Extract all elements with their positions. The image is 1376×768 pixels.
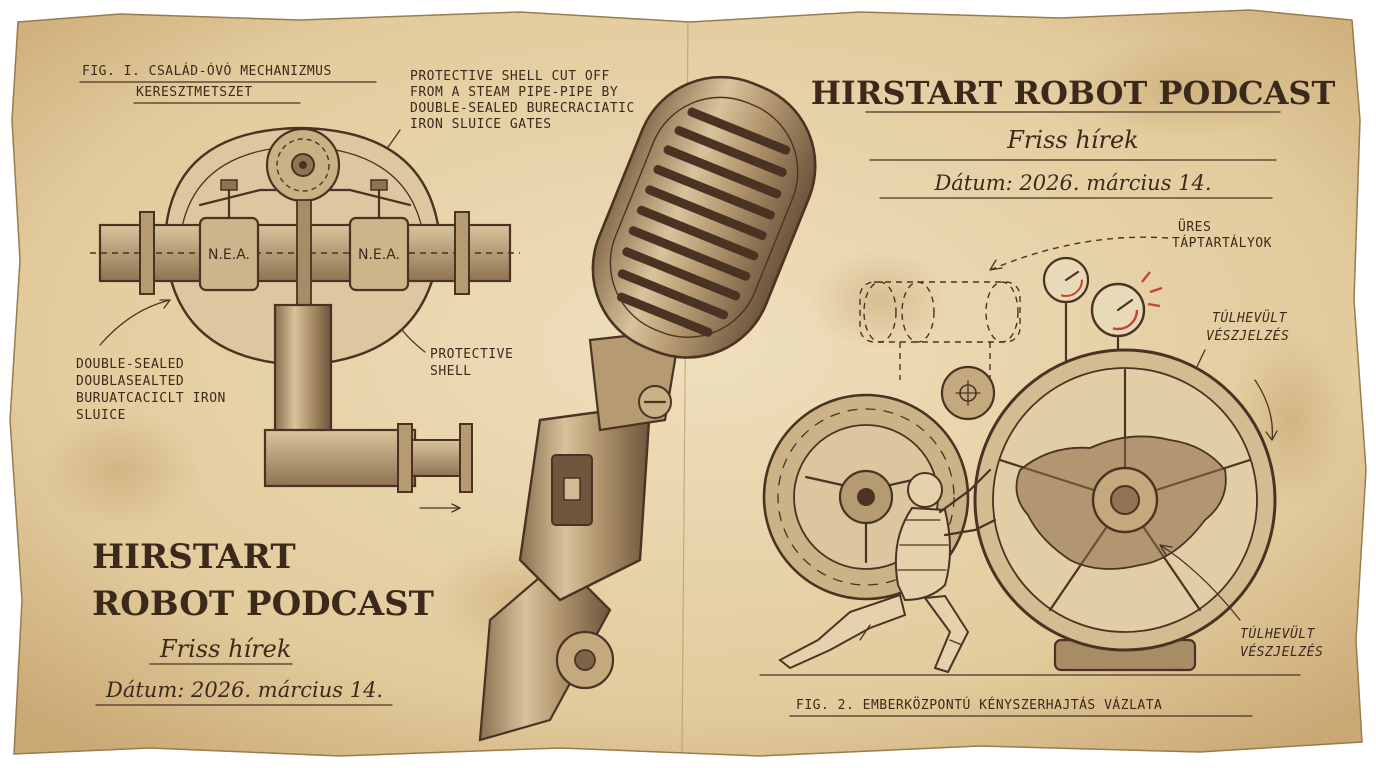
svg-text:DOUBLASEALTED: DOUBLASEALTED (76, 374, 184, 389)
gear-icon (940, 365, 996, 421)
svg-text:VÉSZJELZÉS: VÉSZJELZÉS (1240, 644, 1323, 660)
fig1-note-left: DOUBLE-SEALED DOUBLASEALTED BURUATCACICL… (76, 299, 226, 423)
svg-text:DOUBLE-SEALED BURECRACIATIC: DOUBLE-SEALED BURECRACIATIC (410, 101, 635, 116)
svg-text:FROM A STEAM PIPE-PIPE BY: FROM A STEAM PIPE-PIPE BY (410, 85, 618, 100)
gear-icon (265, 127, 341, 203)
podcast-date: Dátum: 2026. március 14. (933, 171, 1211, 195)
microphone-icon (478, 75, 817, 742)
podcast-title-line1: HIRSTART (92, 537, 296, 577)
svg-text:TÚLHEVÜLT: TÚLHEVÜLT (1212, 309, 1288, 326)
svg-text:TÁPTARTÁLYOK: TÁPTARTÁLYOK (1172, 235, 1272, 251)
svg-text:DOUBLE-SEALED: DOUBLE-SEALED (76, 357, 184, 372)
mannequin-figure-icon (778, 468, 997, 674)
podcast-title-block-left: HIRSTART ROBOT PODCAST Friss hírek Dátum… (92, 537, 434, 706)
svg-text:SLUICE: SLUICE (76, 408, 126, 423)
svg-text:IRON SLUICE GATES: IRON SLUICE GATES (410, 117, 552, 132)
svg-text:PROTECTIVE SHELL CUT OFF: PROTECTIVE SHELL CUT OFF (410, 69, 610, 84)
fig2-warning-bottom: TÚLHEVÜLT VÉSZJELZÉS (1159, 544, 1323, 660)
sluice-gate-right: N.E.A. (348, 179, 410, 292)
svg-text:FIG. 2. EMBERKÖZPONTÚ KÉNYSZE: FIG. 2. EMBERKÖZPONTÚ KÉNYSZERHAJTÁS VÁZ… (796, 696, 1162, 713)
podcast-title-block-right: HIRSTART ROBOT PODCAST Friss hírek Dátum… (811, 74, 1336, 199)
fig2-caption: FIG. 2. EMBERKÖZPONTÚ KÉNYSZERHAJTÁS VÁZ… (789, 696, 1253, 717)
svg-text:VÉSZJELZÉS: VÉSZJELZÉS (1206, 328, 1289, 344)
podcast-title: HIRSTART ROBOT PODCAST (811, 74, 1336, 112)
svg-text:SHELL: SHELL (430, 364, 472, 379)
podcast-subtitle: Friss hírek (159, 635, 291, 663)
sluice-gate-left: N.E.A. (198, 179, 260, 292)
svg-text:ÜRES: ÜRES (1178, 218, 1211, 235)
svg-text:N.E.A.: N.E.A. (208, 247, 250, 263)
svg-text:N.E.A.: N.E.A. (358, 247, 400, 263)
fig1-heading: FIG. I. CSALÁD-ÓVÓ MECHANIZMUS KERESZTME… (79, 63, 377, 104)
podcast-title-line2: ROBOT PODCAST (92, 584, 434, 624)
svg-text:TÚLHEVÜLT: TÚLHEVÜLT (1240, 625, 1316, 642)
fig1-note-right: PROTECTIVE SHELL (401, 329, 513, 379)
empty-supply-tanks (859, 281, 1021, 380)
podcast-date: Dátum: 2026. március 14. (105, 678, 383, 702)
fig2-tanks-label: ÜRES TÁPTARTÁLYOK (989, 218, 1272, 271)
podcast-subtitle: Friss hírek (1006, 126, 1138, 154)
svg-text:PROTECTIVE: PROTECTIVE (430, 347, 513, 362)
fig1-title-line2: KERESZTMETSZET (136, 85, 253, 100)
fig1-title-line1: FIG. I. CSALÁD-ÓVÓ MECHANIZMUS (82, 63, 332, 79)
svg-text:BURUATCACICLT IRON: BURUATCACICLT IRON (76, 391, 226, 406)
family-protection-mechanism-diagram: N.E.A. N.E.A. (90, 126, 520, 513)
flywheel-icon (973, 348, 1278, 672)
